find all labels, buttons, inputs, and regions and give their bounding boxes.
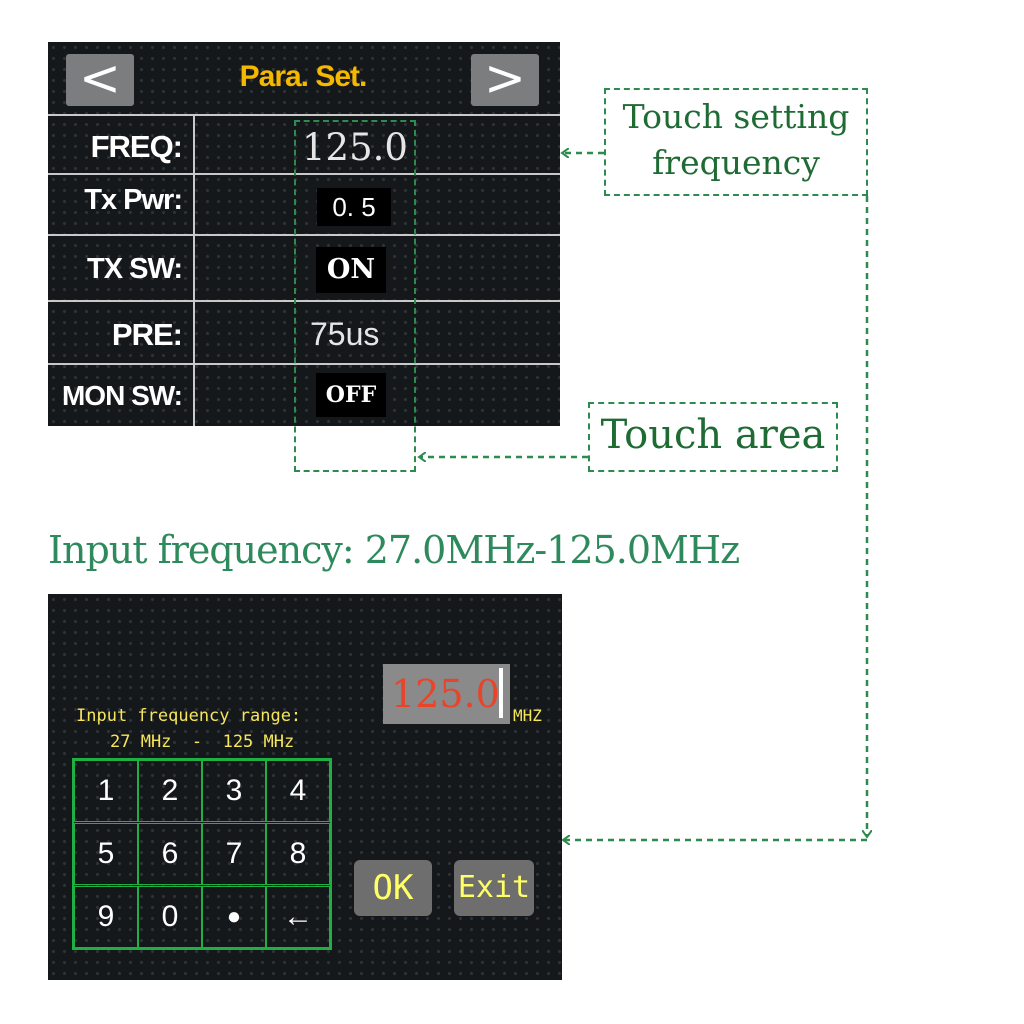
input-frequency-title: Input frequency: 27.0MHz-125.0MHz — [48, 528, 740, 572]
key-2[interactable]: 2 — [138, 760, 202, 822]
ok-button[interactable]: OK — [354, 860, 432, 916]
divider — [48, 234, 560, 236]
screen-title: Para. Set. — [239, 60, 368, 93]
tx-switch-label: TX SW: — [87, 253, 183, 285]
frequency-input-field[interactable]: 125.0 — [383, 664, 510, 724]
key-6[interactable]: 6 — [138, 823, 202, 885]
column-divider — [193, 114, 195, 426]
numeric-keypad: 1 2 3 4 5 6 7 8 9 0 ● ← — [72, 758, 332, 950]
backspace-key[interactable]: ← — [266, 886, 330, 948]
freq-label: FREQ: — [90, 129, 183, 164]
prev-page-button[interactable]: < — [66, 53, 134, 106]
decimal-point-key[interactable]: ● — [202, 886, 266, 948]
key-4[interactable]: 4 — [266, 760, 330, 822]
tx-switch-value[interactable]: ON — [316, 247, 386, 293]
tx-power-label: Tx Pwr: — [84, 184, 183, 216]
pre-emphasis-label: PRE: — [111, 317, 183, 352]
key-0[interactable]: 0 — [138, 886, 202, 948]
frequency-input-value: 125.0 — [391, 672, 500, 716]
divider — [48, 300, 560, 302]
next-page-button[interactable]: > — [471, 53, 539, 106]
divider — [48, 173, 560, 175]
key-5[interactable]: 5 — [74, 823, 138, 885]
monitor-switch-label: MON SW: — [61, 380, 183, 411]
touch-setting-callout: Touch setting frequency — [606, 94, 866, 186]
divider — [48, 114, 560, 116]
range-label-line1: Input frequency range: — [76, 706, 302, 726]
touch-area-callout-box — [588, 402, 838, 472]
text-cursor — [499, 668, 503, 718]
touch-setting-callout-box — [604, 88, 868, 196]
touch-setting-line2: frequency — [652, 143, 820, 182]
touch-setting-line1: Touch setting — [622, 97, 850, 136]
tx-power-value[interactable]: 0. 5 — [317, 188, 391, 226]
key-9[interactable]: 9 — [74, 886, 138, 948]
unit-label: MHZ — [513, 706, 542, 725]
touch-area-callout: Touch area — [600, 412, 826, 458]
freq-value[interactable]: 125.0 — [302, 126, 408, 169]
pre-emphasis-value[interactable]: 75us — [310, 316, 380, 352]
divider — [48, 363, 560, 365]
monitor-switch-value[interactable]: OFF — [316, 373, 386, 417]
param-settings-screen: < Para. Set. > FREQ: Tx Pwr: TX SW: PRE:… — [48, 42, 560, 426]
key-7[interactable]: 7 — [202, 823, 266, 885]
touch-area-outline — [294, 120, 416, 472]
key-8[interactable]: 8 — [266, 823, 330, 885]
frequency-input-screen: Input frequency range: 27 MHz - 125 MHz … — [48, 594, 562, 980]
header-bar: < Para. Set. > — [48, 42, 560, 114]
key-3[interactable]: 3 — [202, 760, 266, 822]
range-label-line2: 27 MHz - 125 MHz — [110, 732, 295, 752]
exit-button[interactable]: Exit — [454, 860, 534, 916]
key-1[interactable]: 1 — [74, 760, 138, 822]
